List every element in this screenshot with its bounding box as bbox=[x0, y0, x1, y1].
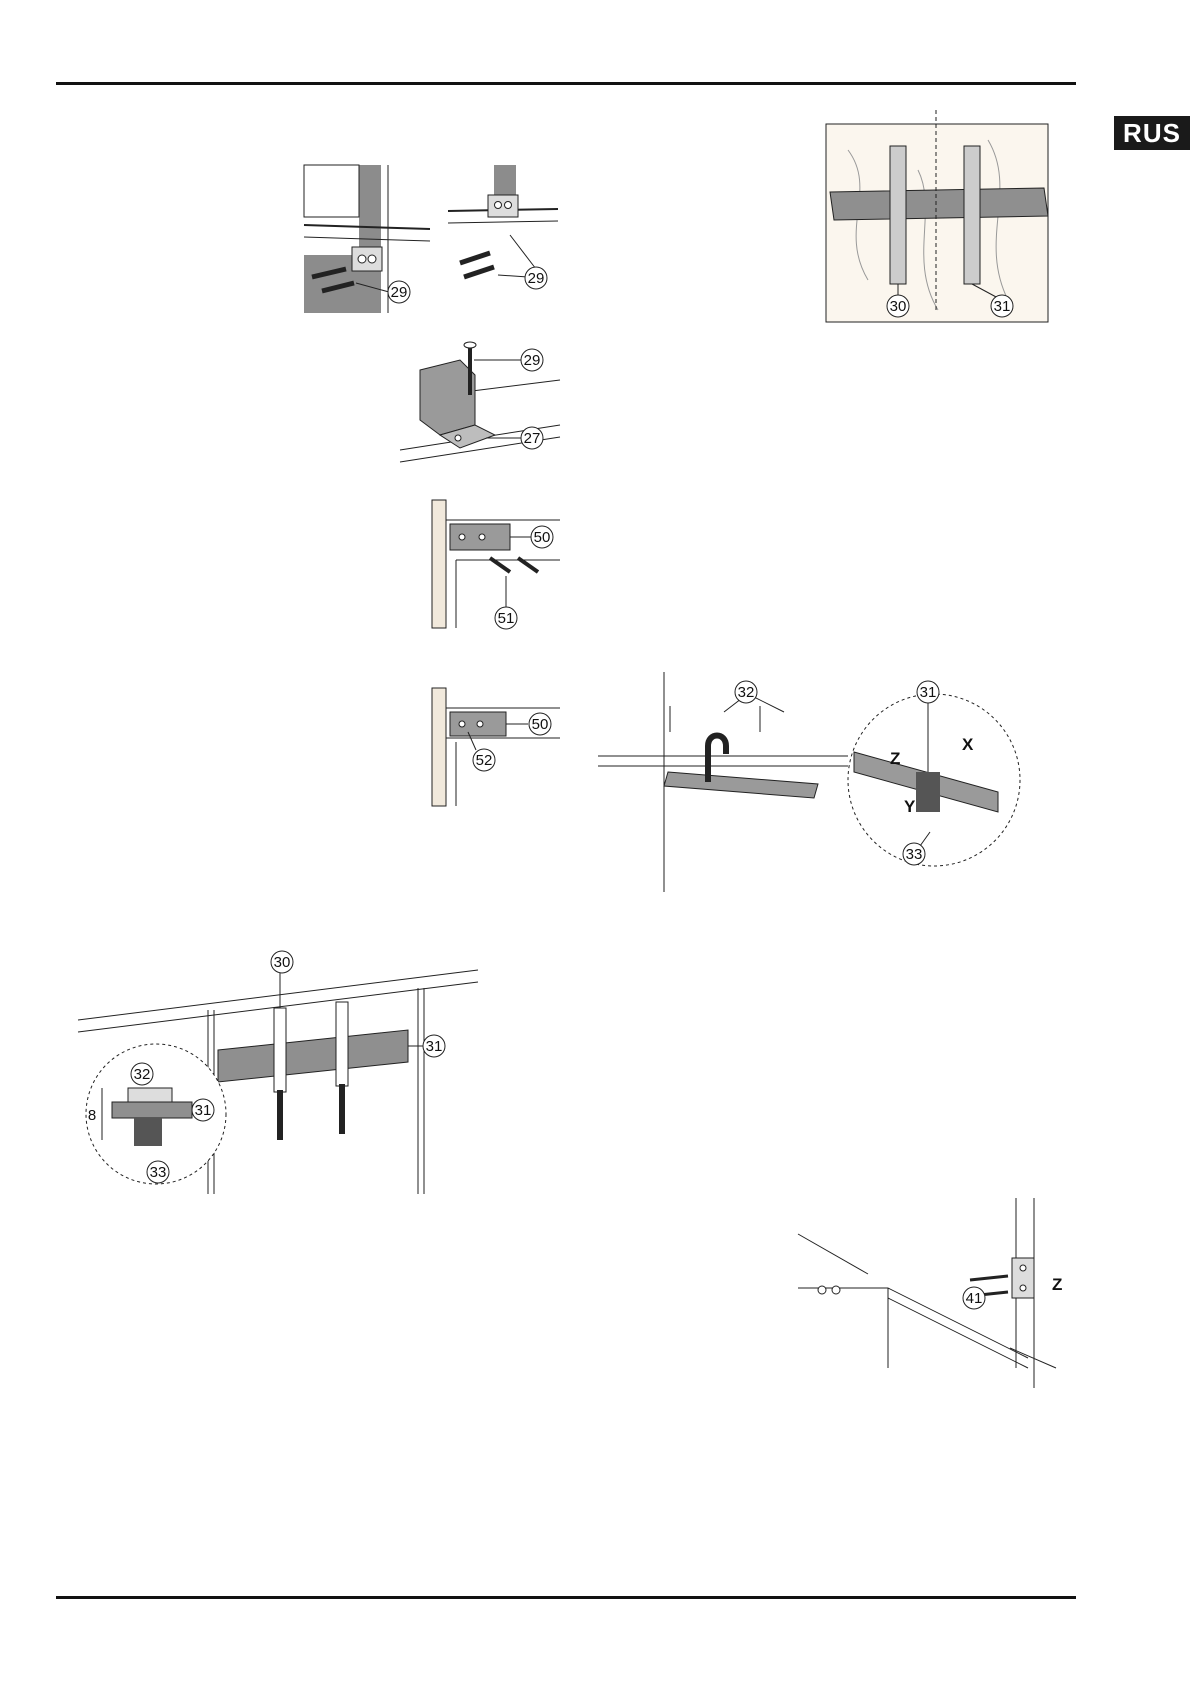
figure-hinge-41: 41 Z bbox=[797, 1198, 1074, 1402]
figure-corner-50-51: 50 51 bbox=[431, 499, 560, 630]
figure-door-panel: 30 31 bbox=[808, 110, 1066, 323]
axis-y-label: Y bbox=[904, 797, 916, 816]
callout-29: 29 bbox=[391, 284, 408, 301]
axis-x-label: X bbox=[962, 735, 974, 754]
illustration-door-panel: 30 31 bbox=[825, 110, 1049, 323]
figure-bracket-27: 29 27 bbox=[399, 340, 561, 463]
callout-33: 33 bbox=[906, 846, 923, 863]
callout-29: 29 bbox=[528, 270, 545, 287]
callout-30: 30 bbox=[274, 954, 291, 971]
callout-51: 51 bbox=[498, 610, 515, 627]
figure-top-left-a: 29 bbox=[303, 164, 431, 313]
top-rule bbox=[56, 82, 1076, 85]
illustration-bracket: 29 27 bbox=[399, 341, 561, 463]
language-badge: RUS bbox=[1114, 116, 1190, 150]
callout-31: 31 bbox=[426, 1038, 443, 1055]
figure-top-left-b: 29 bbox=[447, 165, 559, 299]
axis-z-label: Z bbox=[1052, 1275, 1062, 1294]
callout-50: 50 bbox=[532, 716, 549, 733]
callout-31: 31 bbox=[195, 1102, 212, 1119]
illustration-corner-fixing: 50 51 bbox=[431, 499, 560, 630]
callout-27: 27 bbox=[524, 430, 541, 447]
figure-rail-bottom-left: 30 31 8 32 31 33 bbox=[77, 950, 479, 1194]
callout-33: 33 bbox=[150, 1164, 167, 1181]
illustration-rail-detail: 32 31 33 Z X Y bbox=[598, 672, 1021, 892]
callout-41: 41 bbox=[966, 1290, 983, 1307]
callout-32: 32 bbox=[134, 1066, 151, 1083]
illustration-cabinet-rail: 29 bbox=[447, 165, 559, 290]
callout-52: 52 bbox=[476, 752, 493, 769]
illustration-rail-assembly: 30 31 8 32 31 33 bbox=[77, 950, 479, 1194]
figure-rail-detail: 32 31 33 Z X Y bbox=[598, 672, 1021, 894]
callout-31: 31 bbox=[994, 298, 1011, 315]
figure-corner-50-52: 50 52 bbox=[431, 687, 560, 807]
callout-32: 32 bbox=[738, 684, 755, 701]
illustration-corner-clip: 50 52 bbox=[431, 687, 560, 807]
bottom-rule bbox=[56, 1596, 1076, 1599]
illustration-hinge: 41 Z bbox=[797, 1198, 1062, 1388]
callout-50: 50 bbox=[534, 529, 551, 546]
illustration-cabinet-corner: 29 bbox=[303, 164, 431, 313]
callout-29: 29 bbox=[524, 352, 541, 369]
callout-30: 30 bbox=[890, 298, 907, 315]
callout-31: 31 bbox=[920, 684, 937, 701]
axis-z-label: Z bbox=[890, 749, 900, 768]
dimension-label: 8 bbox=[88, 1107, 96, 1124]
